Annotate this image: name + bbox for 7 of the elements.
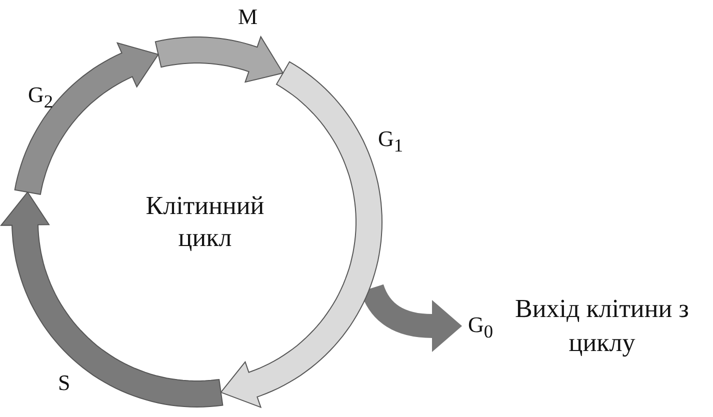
phase-label: M — [238, 4, 258, 30]
exit-caption: Вихід клітини з циклу — [514, 293, 690, 359]
cycle-label: Клітинний цикл — [144, 190, 266, 254]
phase-label: G$_{2}$ — [28, 82, 54, 114]
phase-label: G$_{1}$ — [378, 126, 404, 158]
phase-label: G$_{0}$ — [468, 312, 494, 344]
phase-label: S — [58, 370, 70, 396]
